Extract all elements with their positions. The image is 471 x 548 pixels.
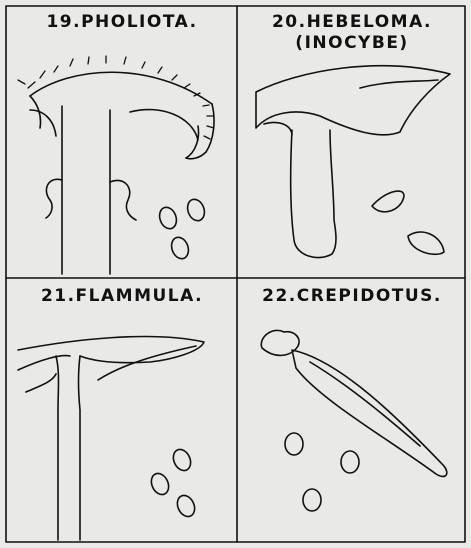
hebeloma-spore — [408, 232, 444, 254]
hebeloma-gill — [360, 80, 438, 88]
crepidotus-spore — [285, 433, 303, 455]
pholiota-spore — [157, 205, 180, 231]
pholiota-drawing — [18, 56, 214, 274]
panel-22-title: 22.CREPIDOTUS. — [238, 286, 466, 306]
pholiota-scales — [18, 56, 214, 139]
flammula-spore — [170, 447, 194, 474]
pholiota-gill-left — [30, 110, 56, 136]
pholiota-spore — [169, 235, 192, 261]
pholiota-ring-left — [46, 179, 62, 218]
flammula-spore — [148, 471, 172, 498]
crepidotus-spore — [303, 489, 321, 511]
flammula-stem-right — [79, 356, 81, 540]
crepidotus-spore — [341, 451, 359, 473]
hebeloma-spore — [372, 191, 404, 212]
panel-20-subtitle: (INOCYBE) — [238, 33, 466, 53]
flammula-stem-left — [56, 356, 59, 540]
crepidotus-drawing — [261, 330, 447, 511]
panel-21-title: 21.FLAMMULA. — [8, 286, 236, 306]
panel-20-title: 20.HEBELOMA. — [238, 12, 466, 32]
crepidotus-gill — [310, 362, 420, 446]
pholiota-spore — [185, 197, 208, 223]
hebeloma-drawing — [256, 66, 450, 258]
plate-frame — [6, 6, 465, 542]
flammula-spore — [174, 493, 198, 520]
flammula-drawing — [18, 337, 204, 540]
pholiota-ring-right — [110, 180, 136, 220]
crepidotus-cap — [292, 350, 447, 476]
panel-19-title: 19.PHOLIOTA. — [8, 12, 236, 32]
crepidotus-attachment — [261, 330, 299, 355]
pholiota-gill-right — [130, 110, 198, 140]
hebeloma-stem — [291, 130, 336, 258]
